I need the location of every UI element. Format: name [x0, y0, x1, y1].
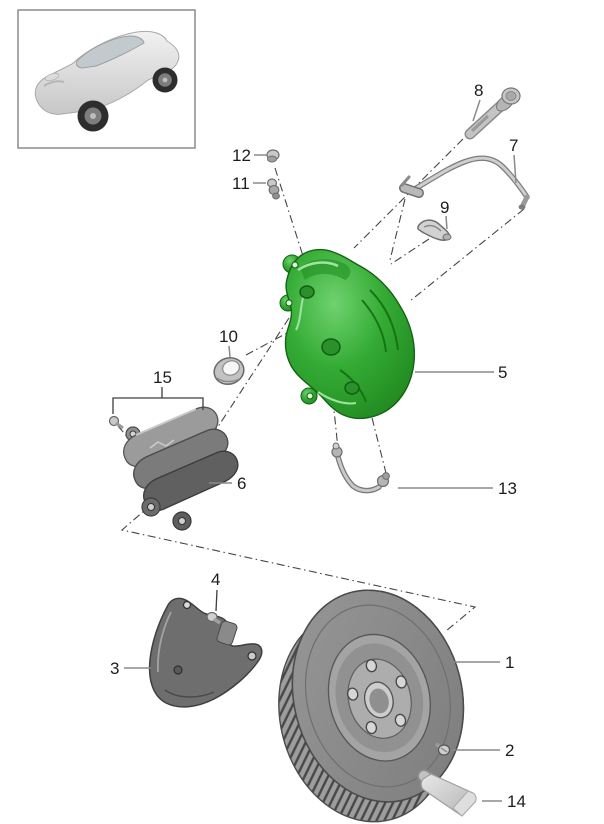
lug-hole: [365, 659, 378, 673]
leader-lines: [112, 99, 517, 802]
lug-hole: [365, 720, 378, 735]
callout-10[interactable]: 10: [219, 327, 238, 346]
callout-14[interactable]: 14: [507, 792, 526, 811]
part-14-grease-tube[interactable]: [417, 769, 477, 817]
callout-1[interactable]: 1: [505, 653, 514, 672]
part-2-screw[interactable]: [434, 742, 451, 756]
callout-15[interactable]: 15: [153, 368, 172, 387]
part-6-brake-pads[interactable]: [122, 406, 239, 531]
vehicle-thumbnail: [17, 9, 196, 149]
part-8-bolt[interactable]: [464, 87, 521, 140]
car-greenhouse: [75, 35, 145, 69]
callout-6[interactable]: 6: [237, 474, 246, 493]
callout-labels: 12 11 8 7 9 10 15 5 6 13 4 3 1 2 14: [110, 81, 526, 811]
callout-12[interactable]: 12: [232, 146, 251, 165]
callout-5[interactable]: 5: [498, 363, 507, 382]
callout-7[interactable]: 7: [509, 136, 518, 155]
callout-2[interactable]: 2: [505, 741, 514, 760]
part-9-retaining-spring[interactable]: [417, 219, 452, 241]
leader-8: [472, 99, 481, 122]
part-5-brake-caliper[interactable]: [279, 248, 416, 420]
part-3-protective-plate[interactable]: [148, 597, 263, 708]
leader-7: [513, 154, 517, 184]
part-10-seal-ring[interactable]: [211, 354, 248, 388]
lug-hole: [394, 713, 407, 727]
lug-hole: [395, 675, 407, 689]
callout-3[interactable]: 3: [110, 659, 119, 678]
lug-hole: [346, 687, 359, 701]
bracket-15: [112, 397, 204, 414]
part-4-screw[interactable]: [206, 611, 221, 625]
part-1-brake-disc[interactable]: [253, 572, 489, 824]
part-13-brake-pipe[interactable]: [331, 442, 390, 494]
callout-9[interactable]: 9: [440, 198, 449, 217]
callout-8[interactable]: 8: [474, 81, 483, 100]
callout-11[interactable]: 11: [232, 174, 250, 193]
callout-13[interactable]: 13: [498, 479, 517, 498]
leader-4: [215, 589, 218, 612]
leader-9: [445, 215, 448, 230]
callout-4[interactable]: 4: [211, 570, 220, 589]
part-7-wear-sensor-wire[interactable]: [399, 155, 530, 210]
part-12-dust-cap[interactable]: [266, 149, 280, 163]
part-11-bleeder-valve[interactable]: [266, 178, 280, 200]
car-image: [34, 30, 180, 132]
leader-10: [228, 345, 231, 358]
